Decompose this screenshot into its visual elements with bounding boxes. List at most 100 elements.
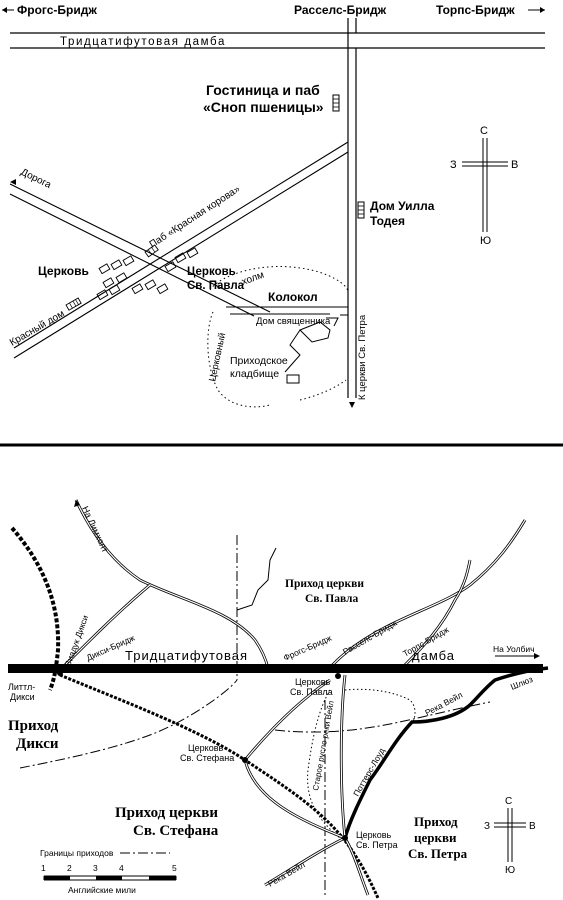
st-paul-church-line2: Св. Павла <box>290 687 333 697</box>
cemetery-line1: Приходское <box>230 355 288 367</box>
parish-boundary-north <box>236 547 277 611</box>
walbeach-label: На Уолбич <box>493 644 535 654</box>
cemetery-icon <box>286 374 300 384</box>
red-house-label: Красный дом <box>8 308 67 348</box>
scale-tick-1: 1 <box>41 863 46 873</box>
will-house-line1: Дом Уилла <box>370 199 435 213</box>
bottom-compass-north: С <box>505 796 512 807</box>
scale-tick-3: 3 <box>93 863 98 873</box>
river-wale <box>343 666 549 839</box>
dam-label-right: дамба <box>412 648 455 663</box>
hill-label: холм <box>240 270 265 288</box>
bottom-compass: С Ю З В <box>484 796 536 876</box>
vicarage-label: Дом священника <box>256 316 331 327</box>
river-wale-label-bottom: Река Вейл <box>266 859 307 888</box>
st-peter-church-line1: Церковь <box>356 830 391 840</box>
scale-tick-2: 2 <box>67 863 72 873</box>
pub-label: Паб «Красная корова» <box>147 183 242 251</box>
st-stephen-church-marker <box>242 757 248 763</box>
bottom-compass-east: В <box>529 821 536 832</box>
bell-label: Колокол <box>268 290 318 304</box>
dixie-parish-line2: Дикси <box>16 736 59 752</box>
legend-boundaries-label: Границы приходов <box>40 848 114 858</box>
right-arrow-icon <box>540 7 545 13</box>
little-dixie-line1: Литтл- <box>8 682 35 692</box>
scale-tick-5: 5 <box>172 863 177 873</box>
railway-north <box>10 526 61 691</box>
st-peter-church-marker <box>342 835 348 841</box>
red-house-icon <box>65 297 82 311</box>
st-stephen-church-line2: Св. Стефана <box>180 753 234 763</box>
russells-bridge-label: Расселс-Бридж <box>341 618 399 657</box>
st-paul-church-line1: Церковь <box>295 677 330 687</box>
bottom-map: На Лимхолт Приход церкви Св. Павла Виаду… <box>8 499 549 899</box>
hill-contour-right <box>299 379 347 401</box>
st-peter-parish-line2: церкви <box>414 830 457 845</box>
top-compass: С Ю З В <box>450 125 518 247</box>
scale-unit-label: Английские мили <box>68 885 136 895</box>
st-peter-parish-line1: Приход <box>414 814 458 829</box>
st-paul-line2: Св. Павла <box>187 280 245 292</box>
down-arrow-icon <box>349 402 355 408</box>
st-stephen-church-line1: Церковь <box>188 743 223 753</box>
frogs-bridge-label: Фрогс-Бридж <box>282 633 334 663</box>
scale-tick-4: 4 <box>119 863 124 873</box>
top-compass-west: З <box>450 159 457 171</box>
inn-label-line2: «Сноп пшеницы» <box>203 99 324 115</box>
road-nw-lower <box>9 193 255 317</box>
vicarage-building-icon <box>299 321 331 343</box>
old-river-label: Старое русло реки Вейл <box>311 700 336 792</box>
dam-bar <box>8 664 543 673</box>
road-limmholt <box>74 499 270 669</box>
little-dixie-marker <box>57 670 63 676</box>
railway-south <box>59 673 380 899</box>
st-paul-parish-line2: Св. Павла <box>305 593 358 605</box>
limmholt-arrow-icon <box>74 500 80 507</box>
church-label: Церковь <box>38 264 89 278</box>
cemetery-path <box>284 329 301 373</box>
scale-bar: 1 2 3 4 5 Английские мили <box>41 863 177 895</box>
top-compass-north: С <box>480 125 488 137</box>
inn-label-line1: Гостиница и паб <box>206 82 320 98</box>
st-peter-church-line2: Св. Петра <box>356 840 398 850</box>
top-compass-east: В <box>511 159 518 171</box>
top-map: Фрогс-Бридж Расселс-Бридж Торпс-Бридж Тр… <box>2 3 545 408</box>
header-center-label: Расселс-Бридж <box>294 3 387 17</box>
left-arrow-icon <box>2 7 7 13</box>
bottom-compass-west: З <box>484 821 490 832</box>
limmholt-label: На Лимхолт <box>80 505 110 554</box>
cemetery-line2: кладбище <box>230 368 279 380</box>
village-houses-icon <box>96 247 199 301</box>
to-st-peter-label: К церкви Св. Петра <box>357 314 368 400</box>
st-paul-parish-line1: Приход церкви <box>285 578 364 590</box>
dixie-viaduct-label: Виадук Дикси <box>62 614 90 668</box>
st-paul-church-marker <box>335 673 341 679</box>
road-label: Дорога <box>19 167 53 191</box>
road-ne-upper <box>13 141 349 349</box>
boundary-east <box>274 701 491 733</box>
will-house-line2: Тодея <box>370 214 405 228</box>
st-paul-line1: Церковь <box>187 266 236 278</box>
st-stephen-parish-line2: Св. Стефана <box>133 823 219 839</box>
boundary-dixie <box>19 679 238 769</box>
potters-lode-label: Поттерс-Лоуд <box>351 746 387 798</box>
dam-label: Тридцатифутовая дамба <box>60 36 226 48</box>
header-left-label: Фрогс-Бридж <box>17 3 97 17</box>
dixie-parish-line1: Приход <box>8 718 59 734</box>
top-compass-south: Ю <box>480 235 491 247</box>
walbeach-arrow-icon <box>534 653 540 659</box>
header-right-label: Торпс-Бридж <box>436 3 515 17</box>
bottom-compass-south: Ю <box>505 865 515 876</box>
hill-contour-top <box>209 266 349 293</box>
pub-icon <box>144 244 159 258</box>
little-dixie-line2: Дикси <box>10 692 35 702</box>
road-arrow-icon <box>10 179 16 185</box>
hill-contour-left <box>207 311 271 408</box>
st-stephen-parish-line1: Приход церкви <box>115 805 218 821</box>
road-nw-upper <box>9 183 271 313</box>
church-hill-label: Церковный <box>207 332 228 383</box>
dam-label-left: Тридцатифутовая <box>125 648 248 663</box>
old-river-east <box>344 688 416 723</box>
sluice-label: Шлюз <box>509 674 534 692</box>
